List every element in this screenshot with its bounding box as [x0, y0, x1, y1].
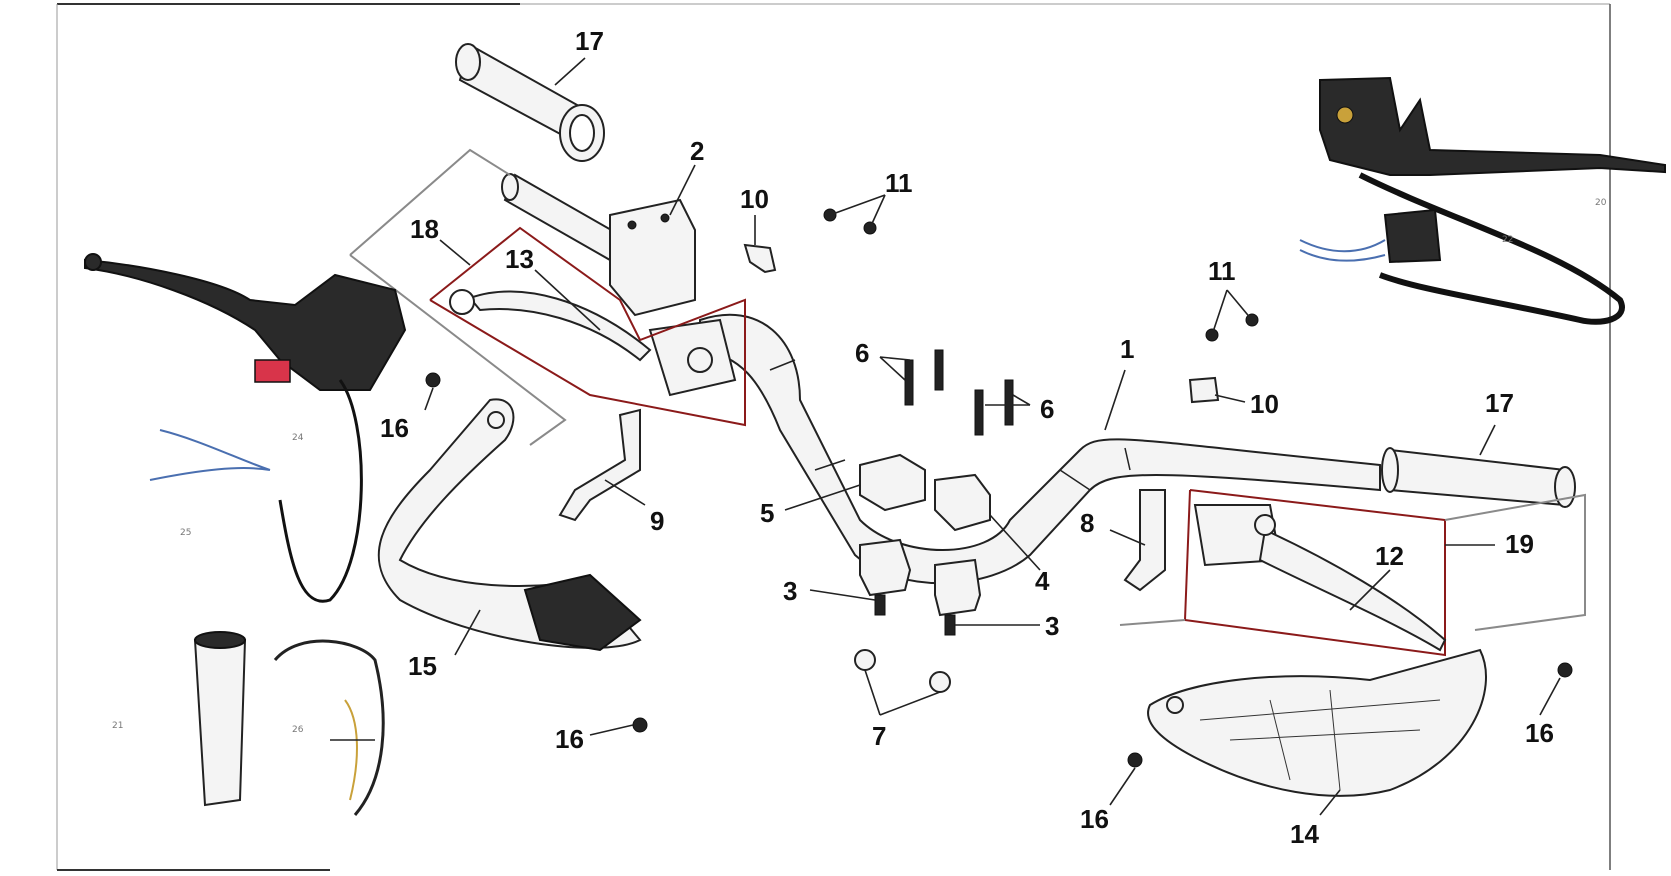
label-24: 24 [292, 433, 304, 443]
callout-16: 16 [555, 724, 584, 754]
callout-2: 2 [690, 136, 704, 166]
right-brake-lever-assembly [1299, 76, 1666, 325]
label-26: 26 [292, 725, 304, 735]
callout-10: 10 [740, 184, 769, 214]
callout-14: 14 [1290, 819, 1319, 849]
master-cylinder [609, 198, 737, 397]
callout-3: 3 [783, 576, 797, 606]
callout-3: 3 [1045, 611, 1059, 641]
grip-right [1381, 447, 1576, 508]
callout-17: 17 [575, 26, 604, 56]
callout-7: 7 [872, 721, 886, 751]
callout-8: 8 [1080, 508, 1094, 538]
label-20: 20 [1595, 198, 1607, 208]
hand-guard-left [377, 398, 642, 652]
callout-11: 11 [885, 168, 913, 198]
label-21: 21 [112, 721, 123, 731]
callout-16: 16 [1080, 804, 1109, 834]
throttle-cable-26 [273, 639, 385, 816]
upper-clamps [859, 453, 991, 532]
callout-12: 12 [1375, 541, 1404, 571]
group-18-lever [349, 148, 746, 446]
callout-labels: 17 2 10 11 18 13 6 6 1 11 10 17 16 9 5 4… [380, 26, 1554, 849]
bolts-16 [425, 372, 1573, 768]
small-parts-top [743, 208, 1259, 404]
callout-11: 11 [1208, 256, 1236, 286]
label-22: 22 [1502, 235, 1513, 245]
callout-5: 5 [760, 498, 774, 528]
bracket-8 [1123, 489, 1166, 592]
callout-4: 4 [1035, 566, 1050, 596]
label-25: 25 [180, 528, 191, 538]
leader-lines [330, 57, 1561, 816]
frame-lines [56, 3, 1611, 871]
callout-16: 16 [380, 413, 409, 443]
callout-6: 6 [1040, 394, 1054, 424]
callout-19: 19 [1505, 529, 1534, 559]
left-brake-lever-assembly [84, 253, 407, 603]
callout-10: 10 [1250, 389, 1279, 419]
callout-6: 6 [855, 338, 869, 368]
nuts-7 [854, 649, 951, 693]
callout-17: 17 [1485, 388, 1514, 418]
callout-9: 9 [650, 506, 664, 536]
callout-13: 13 [505, 244, 534, 274]
small-labels: 21 22 20 24 25 26 [112, 198, 1607, 735]
group-19-lever [1119, 489, 1586, 657]
callout-16: 16 [1525, 718, 1554, 748]
hand-guard-right [1147, 648, 1487, 797]
grip-left [455, 43, 605, 162]
callout-18: 18 [410, 214, 439, 244]
bracket-9 [558, 408, 641, 522]
bolts-6 [904, 349, 1014, 436]
riser-clamps [859, 538, 982, 636]
throttle-sleeve-21 [193, 631, 247, 807]
callout-15: 15 [408, 651, 437, 681]
callout-1: 1 [1120, 334, 1134, 364]
